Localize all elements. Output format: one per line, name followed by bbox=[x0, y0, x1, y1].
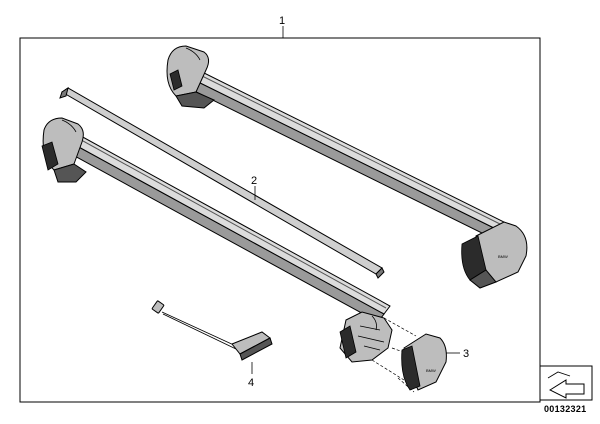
callout-4: 4 bbox=[248, 377, 254, 389]
svg-text:BMW: BMW bbox=[426, 368, 436, 373]
end-cap: BMW bbox=[401, 333, 447, 391]
callout-3: 3 bbox=[463, 348, 469, 360]
crossbar-front-left-foot bbox=[41, 117, 87, 183]
rubber-strip bbox=[59, 86, 385, 279]
callout-1: 1 bbox=[279, 15, 285, 27]
crossbar-front bbox=[41, 117, 421, 393]
crossbar-rear-left-foot bbox=[166, 45, 215, 109]
assembly-frame bbox=[19, 37, 541, 403]
crossbar-front-right-foot bbox=[339, 311, 393, 363]
callout-2: 2 bbox=[251, 175, 257, 187]
view-direction-icon bbox=[539, 365, 593, 401]
diagram-reference-number: 00132321 bbox=[544, 404, 586, 414]
crossbar-rear: BMW bbox=[166, 45, 528, 289]
torque-key bbox=[151, 300, 273, 361]
crossbar-rear-right-foot: BMW bbox=[461, 221, 528, 289]
svg-text:BMW: BMW bbox=[498, 254, 508, 259]
